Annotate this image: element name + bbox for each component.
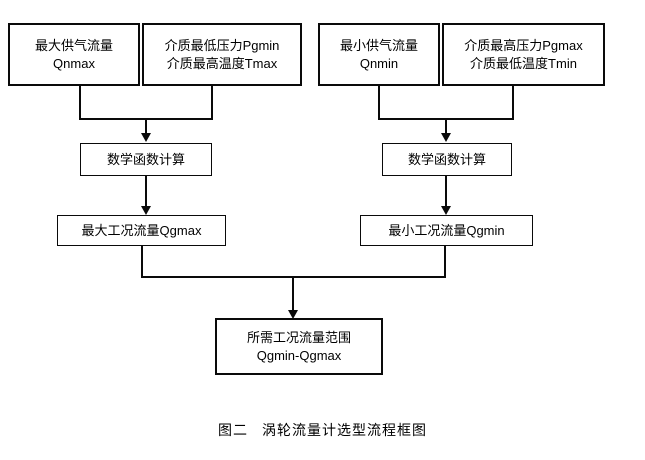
node-qgmin-result-label: 最小工况流量Qgmin: [388, 222, 505, 238]
connector-drop-math-right: [445, 118, 447, 135]
connector-stem-medium-min-pressure: [211, 86, 213, 120]
node-medium-max-pressure-line2: 介质最低温度Tmin: [470, 55, 577, 71]
connector-drop-math-left: [145, 118, 147, 135]
node-min-supply-flow[interactable]: 最小供气流量 Qnmin: [318, 23, 440, 86]
node-medium-min-pressure-line1: 介质最低压力Pgmin: [164, 37, 280, 53]
node-medium-min-pressure-line2: 介质最高温度Tmax: [166, 55, 278, 71]
node-final-range-line2: Qgmin-Qgmax: [256, 347, 342, 363]
node-max-supply-flow[interactable]: 最大供气流量 Qnmax: [8, 23, 140, 86]
node-min-supply-flow-line1: 最小供气流量: [339, 37, 418, 53]
arrow-head-math-left: [141, 133, 151, 142]
node-min-supply-flow-line2: Qnmin: [359, 55, 399, 71]
connector-drop-final: [292, 276, 294, 312]
node-final-range-line1: 所需工况流量范围: [246, 329, 351, 345]
arrow-head-qgmin: [441, 206, 451, 215]
node-medium-max-pressure-line1: 介质最高压力Pgmax: [464, 37, 583, 53]
arrow-head-qgmax: [141, 206, 151, 215]
node-math-calc-left[interactable]: 数学函数计算: [80, 143, 212, 176]
figure-caption: 图二涡轮流量计选型流程框图: [0, 420, 645, 440]
figure-caption-label: 图二: [218, 424, 248, 439]
connector-stem-max-supply-flow: [79, 86, 81, 120]
node-qgmin-result[interactable]: 最小工况流量Qgmin: [360, 215, 533, 246]
node-math-calc-right[interactable]: 数学函数计算: [382, 143, 512, 176]
node-max-supply-flow-line1: 最大供气流量: [34, 37, 113, 53]
node-math-calc-left-label: 数学函数计算: [106, 151, 185, 167]
node-medium-max-pressure[interactable]: 介质最高压力Pgmax 介质最低温度Tmin: [442, 23, 605, 86]
arrow-head-final: [288, 310, 298, 319]
arrow-head-math-right: [441, 133, 451, 142]
node-qgmax-result[interactable]: 最大工况流量Qgmax: [57, 215, 226, 246]
connector-stem-qgmax: [141, 246, 143, 278]
connector-stem-medium-max-pressure: [512, 86, 514, 120]
connector-math-left-to-qgmax: [145, 176, 147, 207]
node-final-range[interactable]: 所需工况流量范围 Qgmin-Qgmax: [215, 318, 383, 375]
node-qgmax-result-label: 最大工况流量Qgmax: [81, 222, 202, 238]
node-max-supply-flow-line2: Qnmax: [53, 55, 95, 71]
node-medium-min-pressure[interactable]: 介质最低压力Pgmin 介质最高温度Tmax: [142, 23, 302, 86]
node-math-calc-right-label: 数学函数计算: [407, 151, 486, 167]
figure-caption-title: 涡轮流量计选型流程框图: [262, 424, 427, 439]
connector-stem-qgmin: [444, 246, 446, 278]
connector-math-right-to-qgmin: [445, 176, 447, 207]
connector-stem-min-supply-flow: [378, 86, 380, 120]
